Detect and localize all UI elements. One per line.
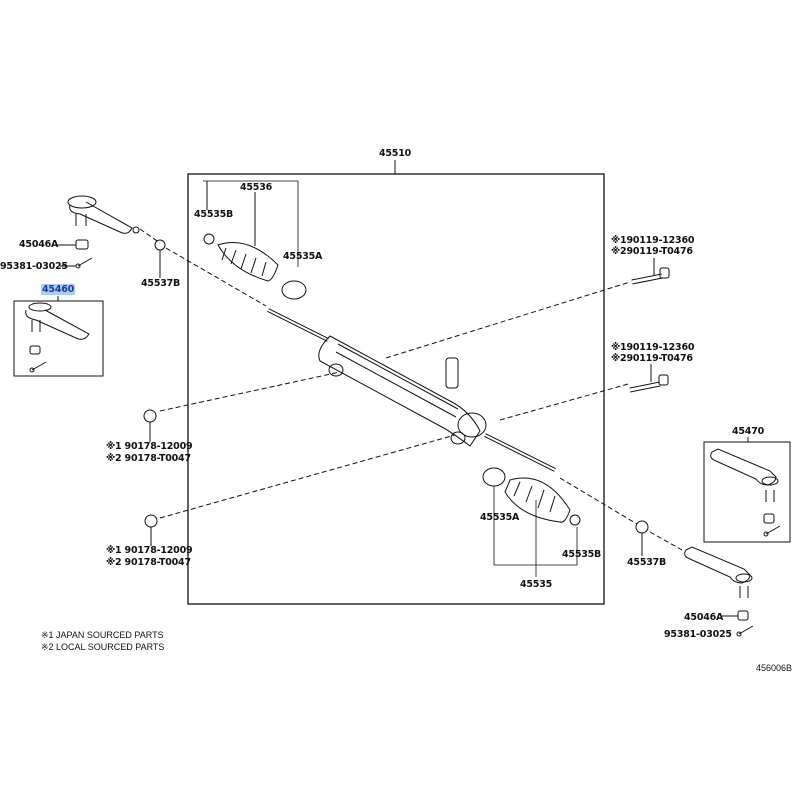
- part-label-45535a-upper[interactable]: 45535A: [283, 251, 323, 262]
- clamp-a-upper: [281, 280, 307, 300]
- footnote-local: ※2 LOCAL SOURCED PARTS: [41, 642, 165, 652]
- part-label-nut2-local[interactable]: ※2 90178-T0047: [106, 557, 191, 568]
- part-label-45535[interactable]: 45535: [519, 579, 553, 590]
- part-label-bolt2-japan[interactable]: ※190119-12360: [611, 342, 695, 353]
- part-label-45510[interactable]: 45510: [378, 148, 412, 159]
- footnote-japan: ※1 JAPAN SOURCED PARTS: [41, 630, 164, 640]
- gear-assembly-box: [187, 173, 605, 605]
- clamp-b-lower: [569, 514, 581, 526]
- boot-upper: [217, 242, 279, 282]
- part-label-bolt1-japan[interactable]: ※190119-12360: [611, 235, 695, 246]
- part-label-45535a-lower[interactable]: 45535A: [480, 512, 520, 523]
- tie-rod-end-upper-left: [67, 195, 140, 234]
- diagram-code: 456006B: [756, 663, 793, 673]
- part-label-45536[interactable]: 45536: [239, 182, 273, 193]
- clamp-a-lower: [482, 467, 506, 487]
- part-label-45046a-left[interactable]: 45046A: [19, 239, 59, 250]
- part-label-nut1-japan[interactable]: ※1 90178-12009: [106, 441, 193, 452]
- part-label-45535b-upper[interactable]: 45535B: [194, 209, 234, 220]
- part-label-45470[interactable]: 45470: [731, 426, 765, 437]
- tie-rod-end-lh-box: [13, 300, 104, 377]
- cotter-pin-right: [736, 631, 742, 637]
- steering-rack: [267, 308, 556, 472]
- boot-lower: [504, 477, 571, 523]
- flange-nut-upper: [143, 409, 157, 423]
- flange-nut-lower: [144, 514, 158, 528]
- bolt-upper: [631, 267, 670, 285]
- lock-nut-right: [635, 520, 649, 534]
- part-label-bolt1-local[interactable]: ※290119-T0476: [611, 246, 693, 257]
- cotter-pin-left: [75, 257, 93, 269]
- part-label-45535b-lower[interactable]: 45535B: [562, 549, 602, 560]
- part-label-nut1-local[interactable]: ※2 90178-T0047: [106, 453, 191, 464]
- part-label-bolt2-local[interactable]: ※290119-T0476: [611, 353, 693, 364]
- part-label-95381-left[interactable]: 95381-03025: [0, 261, 68, 272]
- part-label-95381-right[interactable]: 95381-03025: [664, 629, 732, 640]
- part-label-45537b-left[interactable]: 45537B: [141, 278, 181, 289]
- tie-rod-end-rh-box: [703, 441, 791, 543]
- bolt-lower: [629, 374, 669, 393]
- castle-nut-left: [75, 239, 89, 250]
- part-label-45046a-right[interactable]: 45046A: [684, 612, 724, 623]
- lock-nut-left: [154, 239, 166, 251]
- clamp-b-upper: [203, 233, 215, 245]
- part-label-nut2-japan[interactable]: ※1 90178-12009: [106, 545, 193, 556]
- castle-nut-right: [737, 610, 749, 621]
- part-label-45537b-right[interactable]: 45537B: [627, 557, 667, 568]
- tie-rod-end-lower-right: [684, 546, 753, 598]
- part-label-45460[interactable]: 45460: [41, 284, 76, 295]
